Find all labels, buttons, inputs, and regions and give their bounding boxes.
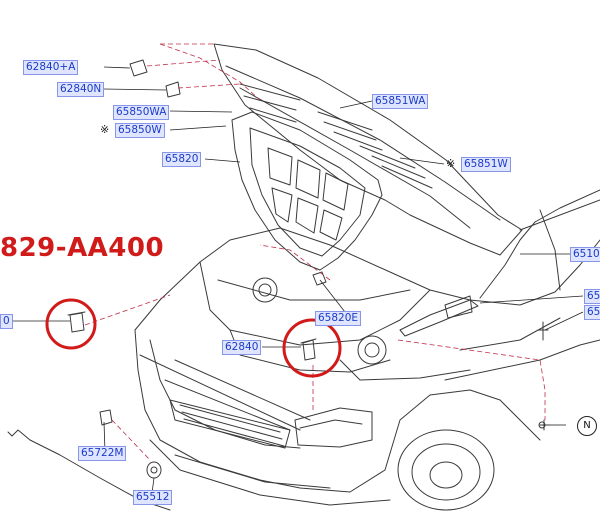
small-parts: [67, 59, 551, 479]
callout-left-cut[interactable]: 0: [0, 314, 13, 329]
highlight-circle-left: [45, 298, 97, 350]
asterisk-mark: ※: [446, 157, 456, 170]
callout-65512[interactable]: 65512: [133, 490, 173, 505]
hood-panel: [213, 43, 523, 271]
callout-65851w[interactable]: 65851W: [461, 157, 511, 172]
phantom-lines: [84, 43, 546, 461]
leader-lines: [12, 66, 584, 494]
callout-6510[interactable]: 6510: [570, 247, 600, 262]
callout-65850w[interactable]: 65850W: [115, 123, 165, 138]
car-body: [134, 189, 600, 511]
callout-65-lower[interactable]: 65: [584, 305, 600, 320]
callout-65722m[interactable]: 65722M: [78, 446, 127, 461]
callout-65851wa[interactable]: 65851WA: [372, 94, 429, 109]
callout-65850wa[interactable]: 65850WA: [113, 105, 170, 120]
callout-62840-a[interactable]: 62840+A: [23, 60, 79, 75]
callout-65-upper[interactable]: 65: [584, 289, 600, 304]
callout-65820e[interactable]: 65820E: [315, 311, 362, 326]
callout-65820[interactable]: 65820: [162, 152, 202, 167]
callout-62840[interactable]: 62840: [222, 340, 262, 355]
n-marker-icon: N: [577, 416, 597, 436]
highlight-part-number: 829-AA400: [0, 233, 165, 263]
highlight-circle-62840: [282, 318, 342, 378]
asterisk-mark: ※: [100, 123, 110, 136]
highlight-circles: [45, 298, 342, 378]
callout-62840n[interactable]: 62840N: [57, 82, 105, 97]
